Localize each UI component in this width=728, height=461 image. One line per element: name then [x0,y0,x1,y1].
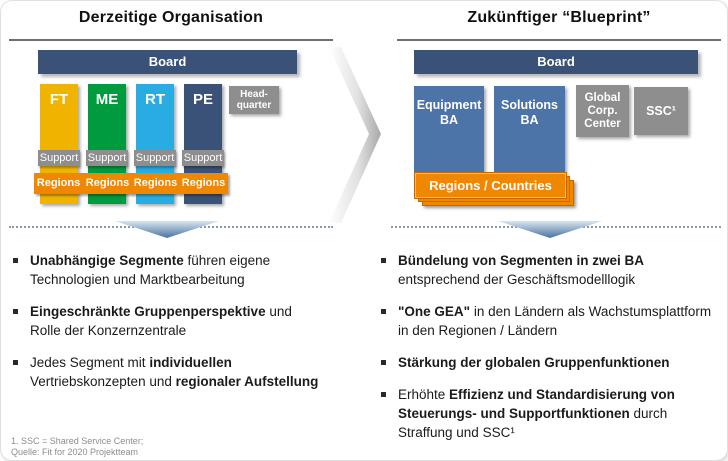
left-title-rule [9,39,333,41]
right-title-rule [397,39,721,41]
list-item: Stärkung der globalen Gruppenfunktionen [379,353,715,372]
list-item: Eingeschränkte Gruppenperspektive und Ro… [11,302,325,340]
right-board-box: Board [414,50,698,74]
footnote: 1. SSC = Shared Service Center; Quelle: … [11,436,143,458]
equipment-ba-box: Equipment BA [414,86,484,174]
bullet-text: Unabhängige Segmente führen eigene Techn… [30,253,271,287]
bullet-square-icon [381,258,386,263]
solutions-ba-box: Solutions BA [494,86,565,174]
left-board-box: Board [38,50,297,74]
left-bullet-list: Unabhängige Segmente führen eigene Techn… [11,251,325,391]
support-box-ft: Support [38,150,80,166]
bullet-text: Jedes Segment mit individuellen Vertrieb… [30,355,319,389]
regions-box-ft: Regions [34,173,83,194]
support-box-me: Support [86,150,128,166]
regions-countries-box: Regions / Countries [414,172,567,199]
left-panel-title: Derzeitige Organisation [78,9,264,26]
ssc-box: SSC¹ [634,87,688,135]
bullet-text: Bündelung von Segmenten in zwei BA entsp… [398,253,645,287]
left-down-arrow-icon [115,221,219,238]
bullet-square-icon [13,360,18,365]
regions-box-pe: Regions [179,173,228,194]
bullet-text: Stärkung der globalen Gruppenfunktionen [398,355,670,370]
support-box-rt: Support [134,150,176,166]
footnote-line-1: 1. SSC = Shared Service Center; [11,436,144,446]
transition-arrow-icon [329,47,381,223]
list-item: "One GEA" in den Ländern als Wachstumspl… [379,302,715,340]
regions-box-me: Regions [83,173,132,194]
footnote-line-2: Quelle: Fit for 2020 Projektteam [11,447,139,457]
right-panel-title: Zukünftiger “Blueprint” [467,9,651,26]
bullet-square-icon [13,258,18,263]
right-bullet-list: Bündelung von Segmenten in zwei BA entsp… [379,251,715,442]
bullet-square-icon [381,360,386,365]
bullet-text: Erhöhte Effizienz und Standardisierung v… [398,387,675,440]
global-corp-center-box: Global Corp. Center [576,85,629,137]
list-item: Bündelung von Segmenten in zwei BA entsp… [379,251,715,289]
bullet-square-icon [13,309,18,314]
headquarter-box: Head- quarter [229,86,279,114]
list-item: Jedes Segment mit individuellen Vertrieb… [11,353,325,391]
support-box-pe: Support [182,150,224,166]
bullet-square-icon [381,392,386,397]
right-down-arrow-icon [498,221,602,238]
bullet-text: "One GEA" in den Ländern als Wachstumspl… [398,304,712,338]
list-item: Unabhängige Segmente führen eigene Techn… [11,251,325,289]
bullet-square-icon [381,309,386,314]
regions-box-rt: Regions [131,173,180,194]
list-item: Erhöhte Effizienz und Standardisierung v… [379,385,715,442]
bullet-text: Eingeschränkte Gruppenperspektive und Ro… [30,304,292,338]
